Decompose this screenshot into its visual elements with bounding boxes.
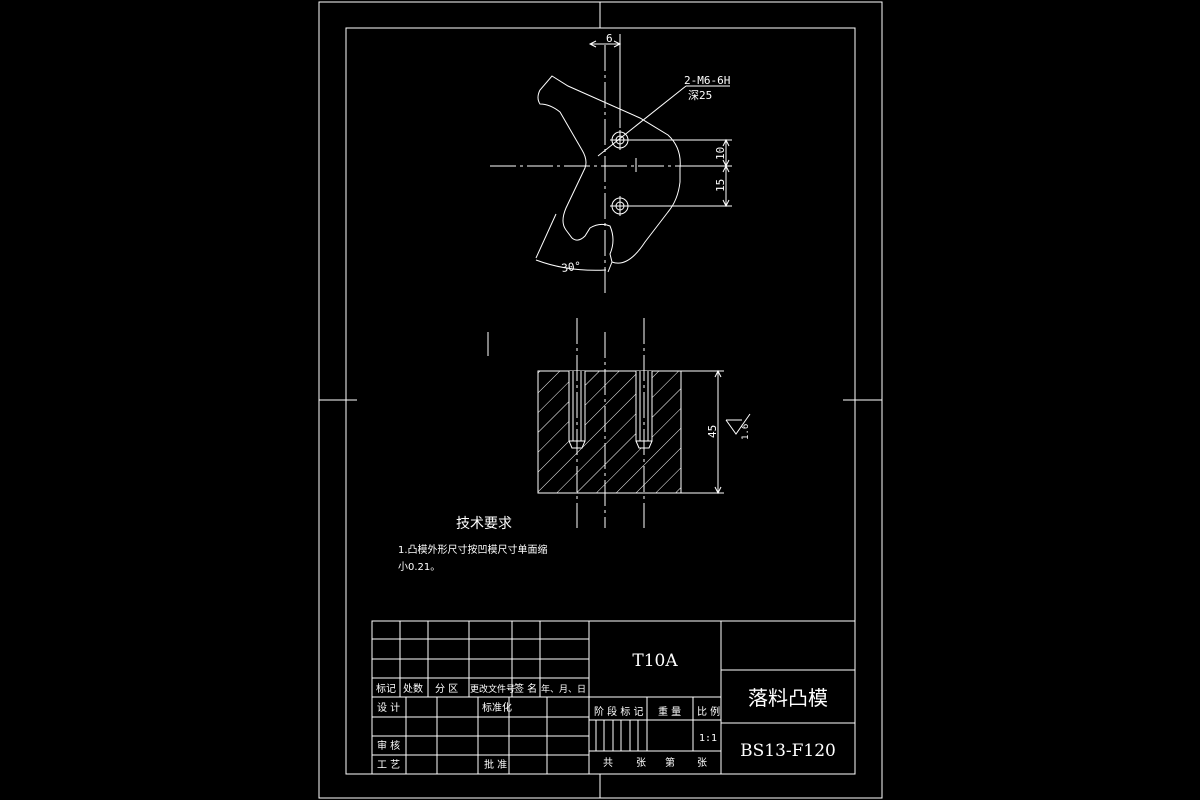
tech-note-line2: 小0.21。: [398, 561, 440, 573]
label-sheet-unit1: 张: [636, 757, 646, 769]
dim-6-label: 6: [606, 32, 613, 45]
tech-note-line1: 1.凸模外形尺寸按凹模尺寸单面缩: [398, 543, 548, 556]
dim-45-label: 45: [706, 425, 719, 438]
rev-header-signature: 签 名: [514, 682, 537, 695]
hole-callout-line2: 深25: [688, 89, 712, 102]
label-standardization: 标准化: [482, 701, 512, 714]
label-sheet-unit2: 张: [697, 757, 707, 769]
label-weight: 重 量: [658, 705, 681, 718]
label-stage-mark: 阶 段 标 记: [594, 705, 644, 718]
hole-callout-line1: 2-M6-6H: [684, 74, 730, 87]
top-view: [490, 34, 732, 295]
drawing-number: BS13-F120: [740, 741, 836, 761]
label-design: 设 计: [377, 701, 400, 714]
rev-header-mark: 标记: [376, 683, 396, 695]
material-label: T10A: [632, 651, 678, 671]
label-scale: 比 例: [697, 705, 720, 718]
hole-callout-leader: [597, 85, 687, 157]
dim-10-label: 10: [714, 147, 727, 160]
label-sheet-total: 共: [603, 757, 613, 769]
section-view: [487, 318, 751, 528]
scale-value: 1:1: [699, 733, 717, 744]
title-block: [371, 620, 856, 775]
angle-30-label: 30°: [561, 259, 582, 275]
roughness-symbol: [725, 413, 751, 435]
dim-15-label: 15: [714, 179, 727, 192]
roughness-value: 1.6: [741, 424, 751, 440]
part-name: 落料凸模: [748, 686, 828, 710]
rev-header-date: 年、月、日: [541, 683, 586, 695]
centering-marks: [319, 2, 882, 798]
label-review: 审 核: [377, 739, 400, 752]
rev-header-zone: 分 区: [435, 683, 458, 695]
rev-header-count: 处数: [403, 682, 423, 695]
label-process: 工 艺: [377, 759, 400, 771]
tech-requirements-title: 技术要求: [456, 516, 512, 532]
angle-arc: [535, 259, 607, 271]
label-approve: 批 准: [484, 758, 507, 771]
punch-outline: [537, 75, 681, 264]
label-sheet-number: 第: [665, 756, 675, 769]
rev-header-document: 更改文件号: [470, 683, 515, 695]
section-outline: [537, 370, 682, 494]
section-hatch: [537, 370, 682, 494]
